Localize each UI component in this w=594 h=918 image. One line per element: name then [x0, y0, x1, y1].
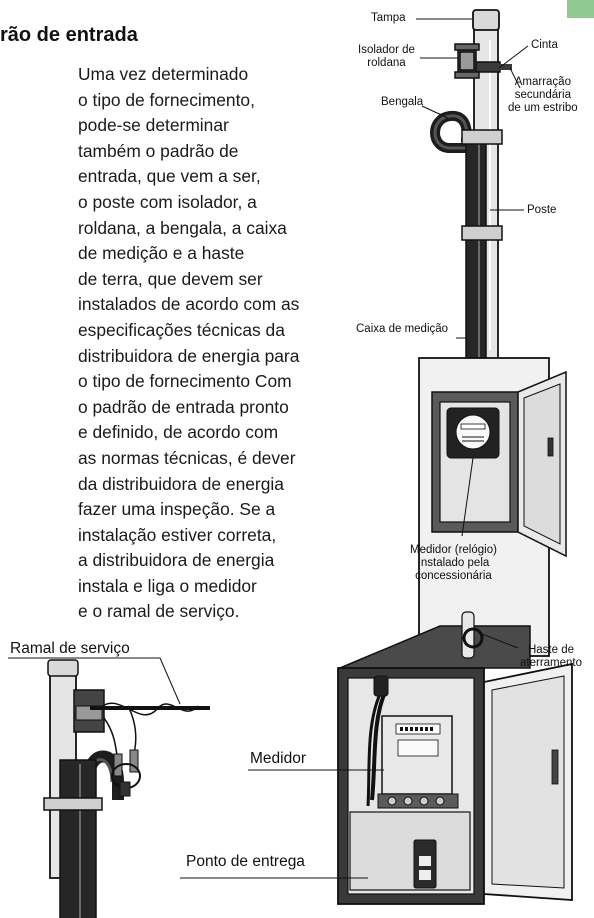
strap-cinta — [471, 61, 512, 73]
label-ponto-entrega: Ponto de entrega — [186, 853, 305, 870]
label-ramal-servico: Ramal de serviço — [10, 640, 130, 657]
meter-box-upper — [418, 357, 567, 657]
pole-cap — [472, 9, 500, 31]
corner-accent-tab — [567, 0, 594, 18]
label-caixa-medicao: Caixa de medição — [356, 323, 449, 335]
label-medidor-relogio: Medidor (relógio) Instalado pela concess… — [410, 544, 497, 582]
label-cinta: Cinta — [531, 39, 558, 51]
leader-lines — [8, 18, 529, 879]
label-bengala: Bengala — [381, 96, 424, 108]
conduit-pipe — [465, 137, 487, 361]
meter-cabinet-lower — [337, 662, 573, 905]
label-poste: Poste — [527, 204, 557, 216]
label-tampa: Tampa — [371, 12, 406, 24]
label-amarracao-secundaria: Amarração secundária de um estribo — [508, 76, 578, 114]
pipe-clamp — [461, 129, 503, 241]
spool-insulator — [454, 43, 480, 79]
label-medidor: Medidor — [250, 750, 306, 767]
label-isolador-roldana: Isolador de roldana — [358, 44, 415, 69]
ground-rod-area — [339, 611, 531, 669]
body-paragraph: Uma vez determinado o tipo de fornecimen… — [78, 64, 300, 622]
service-drop-pole — [43, 659, 210, 918]
label-haste-aterramento: Haste de aterramento — [520, 644, 583, 669]
section-heading: rão de entrada — [0, 24, 138, 46]
